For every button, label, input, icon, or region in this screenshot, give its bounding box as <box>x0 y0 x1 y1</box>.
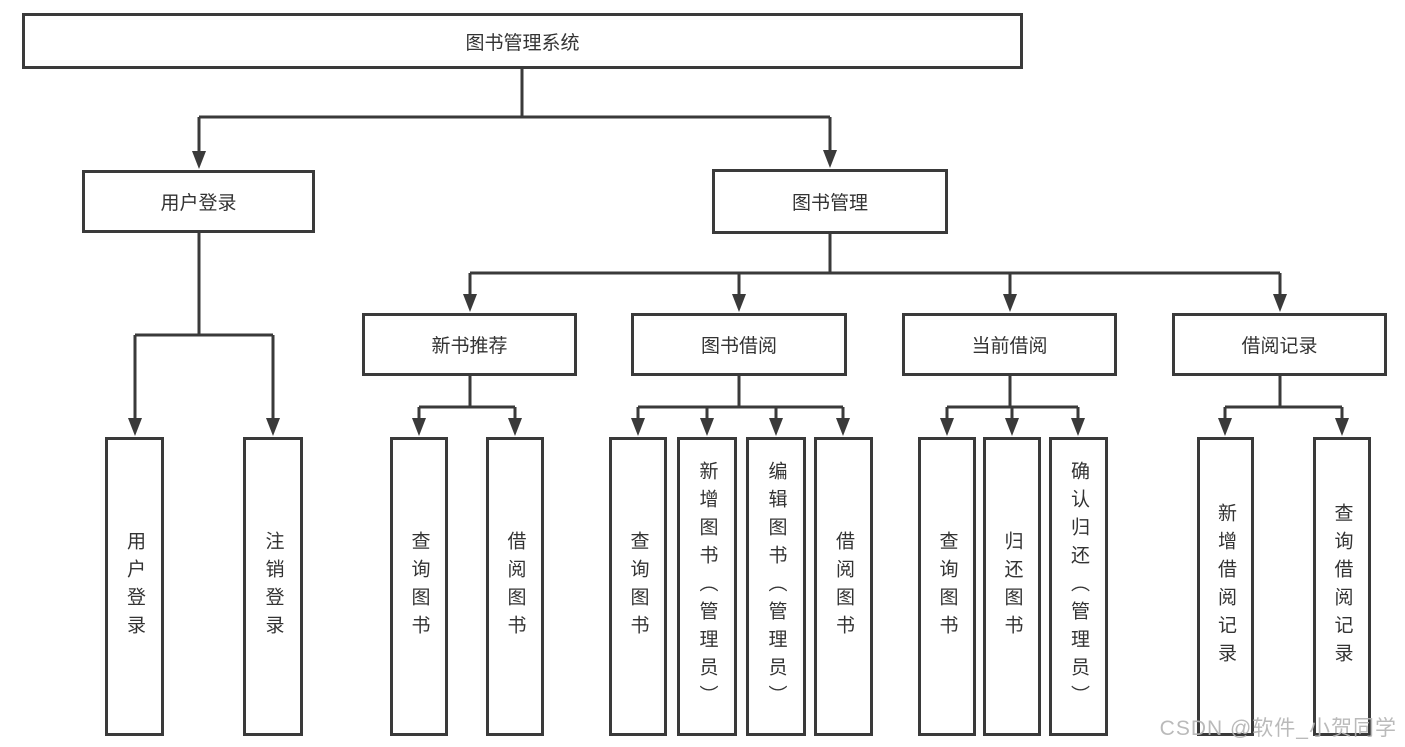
arrow-down-icon <box>192 151 206 169</box>
arrow-down-icon <box>836 418 850 436</box>
node-book-management: 图书管理 <box>712 169 948 234</box>
connector-new-book-to-leaves <box>417 376 517 418</box>
arrow-down-icon <box>508 418 522 436</box>
arrow-down-icon <box>940 418 954 436</box>
leaf-query-books-borrowing: 查询图书 <box>609 437 667 736</box>
node-label: 新书推荐 <box>431 336 508 357</box>
leaf-label: 借阅图书 <box>504 530 526 643</box>
arrow-down-icon <box>266 418 280 436</box>
arrow-down-icon <box>823 150 837 168</box>
arrow-down-icon <box>128 418 142 436</box>
leaf-borrow-books: 借阅图书 <box>814 437 873 736</box>
connector-root-to-branches <box>197 69 832 151</box>
node-label: 当前借阅 <box>971 336 1048 357</box>
leaf-label: 用户登录 <box>124 530 145 643</box>
leaf-borrow-books-recommend: 借阅图书 <box>486 437 544 736</box>
leaf-label: 注销登录 <box>262 530 284 643</box>
leaf-user-login: 用户登录 <box>105 437 164 736</box>
node-current-borrowing: 当前借阅 <box>902 313 1117 376</box>
arrow-down-icon <box>769 418 783 436</box>
leaf-label: 归还图书 <box>1001 530 1023 643</box>
node-user-login: 用户登录 <box>82 170 315 233</box>
connector-borrowing-records-to-leaves <box>1223 376 1344 418</box>
node-book-borrowing: 图书借阅 <box>631 313 847 376</box>
arrow-down-icon <box>1218 418 1232 436</box>
leaf-label: 查询借阅记录 <box>1331 502 1353 671</box>
leaf-query-books-recommend: 查询图书 <box>390 437 448 736</box>
arrow-down-icon <box>631 418 645 436</box>
arrow-down-icon <box>412 418 426 436</box>
leaf-query-borrow-record: 查询借阅记录 <box>1313 437 1371 736</box>
leaf-label: 确认归还（管理员） <box>1068 460 1089 713</box>
node-new-book-recommendation: 新书推荐 <box>362 313 577 376</box>
node-label: 图书管理 <box>791 193 868 214</box>
leaf-logout: 注销登录 <box>243 437 303 736</box>
csdn-watermark: CSDN @软件_小贺同学 <box>1159 717 1397 740</box>
leaf-label: 借阅图书 <box>833 530 854 643</box>
node-label: 图书借阅 <box>700 336 777 357</box>
leaf-add-borrow-record: 新增借阅记录 <box>1197 437 1254 736</box>
arrow-down-icon <box>1071 418 1085 436</box>
node-borrowing-records: 借阅记录 <box>1172 313 1387 376</box>
connector-user-login-to-leaves <box>133 233 275 418</box>
leaf-edit-books-admin: 编辑图书（管理员） <box>746 437 806 736</box>
connector-book-borrowing-to-leaves <box>636 376 845 418</box>
arrow-down-icon <box>700 418 714 436</box>
leaf-label: 查询图书 <box>936 530 958 643</box>
arrow-down-icon <box>463 294 477 312</box>
connector-current-borrowing-to-leaves <box>945 376 1080 418</box>
node-label: 用户登录 <box>160 193 237 214</box>
leaf-label: 新增借阅记录 <box>1215 502 1236 671</box>
arrow-down-icon <box>1003 294 1017 312</box>
leaf-label: 查询图书 <box>408 530 430 643</box>
leaf-confirm-return-admin: 确认归还（管理员） <box>1049 437 1108 736</box>
connector-book-management-to-groups <box>468 234 1282 294</box>
node-library-management-system: 图书管理系统 <box>22 13 1023 69</box>
arrow-down-icon <box>732 294 746 312</box>
leaf-query-books-current: 查询图书 <box>918 437 976 736</box>
arrow-down-icon <box>1335 418 1349 436</box>
leaf-add-books-admin: 新增图书（管理员） <box>677 437 737 736</box>
leaf-label: 编辑图书（管理员） <box>765 460 787 713</box>
leaf-label: 查询图书 <box>627 530 649 643</box>
leaf-return-books: 归还图书 <box>983 437 1041 736</box>
arrow-down-icon <box>1005 418 1019 436</box>
leaf-label: 新增图书（管理员） <box>696 460 718 713</box>
node-label: 图书管理系统 <box>465 32 580 54</box>
node-label: 借阅记录 <box>1241 336 1318 357</box>
arrow-down-icon <box>1273 294 1287 312</box>
